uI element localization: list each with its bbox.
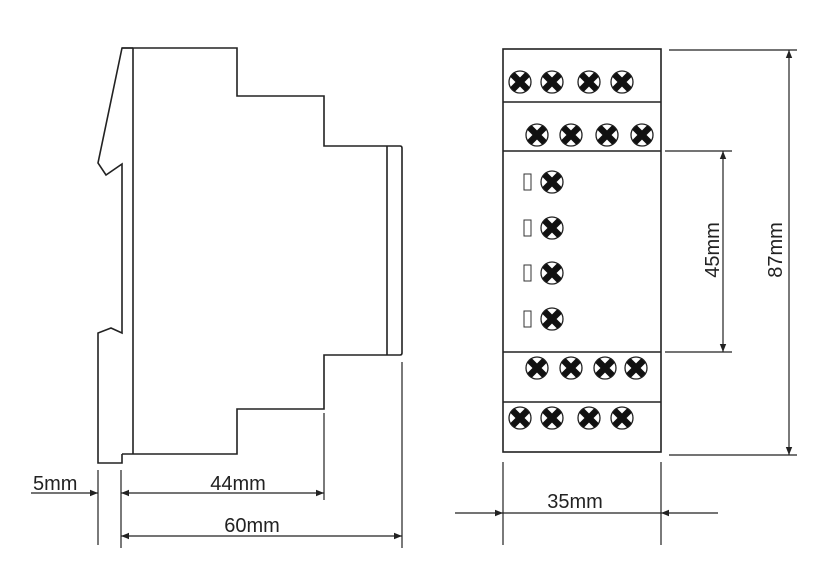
indicator-led-icon — [523, 219, 532, 237]
din-clip-top — [97, 47, 133, 464]
terminal-screw-icon — [540, 406, 564, 430]
terminal-screw-icon — [610, 406, 634, 430]
terminal-screw-icon — [525, 123, 549, 147]
terminal-screw-icon — [540, 261, 564, 285]
terminal-screw-icon — [577, 406, 601, 430]
terminal-screw-icon — [559, 356, 583, 380]
dim-label-44mm: 44mm — [210, 473, 266, 495]
terminal-screw-icon — [610, 70, 634, 94]
terminal-screws — [508, 70, 654, 430]
dim-label-60mm: 60mm — [224, 515, 280, 537]
indicator-leds — [523, 170, 564, 331]
terminal-screw-icon — [540, 307, 564, 331]
terminal-screw-icon — [624, 356, 648, 380]
terminal-screw-icon — [540, 70, 564, 94]
front-dimensions: 35mm 45mm 87mm — [455, 49, 797, 545]
dim-label-5mm: 5mm — [33, 473, 77, 495]
side-view — [97, 47, 403, 464]
front-housing — [502, 48, 662, 453]
terminal-screw-icon — [593, 356, 617, 380]
front-view — [502, 48, 662, 453]
dim-label-87mm: 87mm — [765, 222, 787, 278]
terminal-screw-icon — [559, 123, 583, 147]
terminal-screw-icon — [630, 123, 654, 147]
side-dimensions: 5mm 44mm 60mm — [31, 362, 403, 548]
terminal-screw-icon — [540, 170, 564, 194]
dim-label-35mm: 35mm — [547, 491, 603, 513]
dim-label-45mm: 45mm — [702, 222, 724, 278]
indicator-led-icon — [523, 173, 532, 191]
terminal-screw-icon — [508, 70, 532, 94]
terminal-screw-icon — [577, 70, 601, 94]
terminal-screw-icon — [525, 356, 549, 380]
terminal-screw-icon — [595, 123, 619, 147]
body-profile — [122, 47, 403, 455]
indicator-led-icon — [523, 310, 532, 328]
terminal-screw-icon — [540, 216, 564, 240]
terminal-screw-icon — [508, 406, 532, 430]
indicator-led-icon — [523, 264, 532, 282]
